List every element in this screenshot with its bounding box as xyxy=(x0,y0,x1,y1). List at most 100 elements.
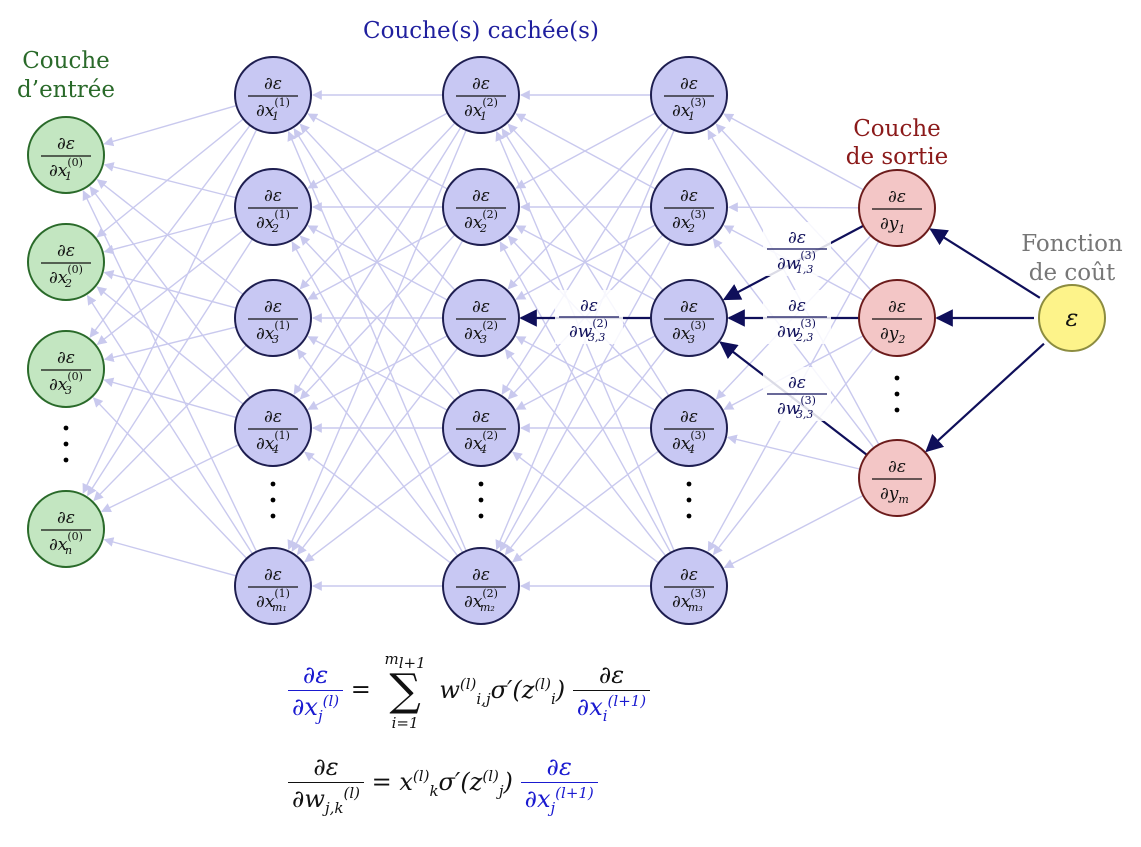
node-numerator: ∂ε xyxy=(888,457,906,477)
edge-h3-2-to-h2-5 xyxy=(499,239,672,552)
formula2-activation: σ′(z(l)j) xyxy=(438,767,513,800)
weight-label-numerator: ∂ε xyxy=(788,296,806,316)
formula1-rhs: ∂ε ∂xi(l+1) xyxy=(572,660,651,723)
cost-symbol: ε xyxy=(1066,304,1079,332)
edge-out-3-to-h3-4 xyxy=(726,434,861,470)
node-denominator: ∂x(3)2 xyxy=(672,208,706,235)
node-numerator: ∂ε xyxy=(264,186,282,206)
edge-h1-4-to-input-2 xyxy=(96,286,244,405)
output-layer-title-line2: de sortie xyxy=(846,144,949,170)
node-numerator: ∂ε xyxy=(57,508,75,528)
output-node-3: ∂ε∂ym xyxy=(858,439,936,517)
edge-h1-1-to-input-3 xyxy=(89,124,251,338)
node-numerator: ∂ε xyxy=(680,186,698,206)
edge-h1-1-to-input-1 xyxy=(103,104,237,147)
edge-h3-5-to-h2-2 xyxy=(499,241,672,554)
edge-h3-2-to-h2-1 xyxy=(515,113,656,190)
node-numerator: ∂ε xyxy=(57,134,75,154)
edge-h2-1-to-h1-3 xyxy=(299,122,456,290)
edge-h1-2-to-input-4 xyxy=(87,238,254,497)
weight-label-2: ∂ε∂w(3)2,3 xyxy=(763,290,831,344)
edge-h2-5-to-h1-4 xyxy=(304,451,452,564)
edge-h2-1-to-h1-5 xyxy=(287,129,467,551)
input-ellipsis xyxy=(63,425,69,463)
edge-h3-3-to-h2-4 xyxy=(515,335,656,410)
node-denominator: ∂x(3)4 xyxy=(672,429,706,456)
cost-node: ε xyxy=(1038,284,1106,352)
output-node-2: ∂ε∂y2 xyxy=(858,279,936,357)
edge-h2-1-to-h1-2 xyxy=(307,112,448,189)
formula2-rhs: ∂ε ∂xj(l+1) xyxy=(520,752,598,815)
weight-label-1: ∂ε∂w(3)1,3 xyxy=(763,222,831,276)
edge-h3-1-to-h2-4 xyxy=(501,126,670,395)
node-denominator: ∂x(0)3 xyxy=(49,370,83,397)
node-numerator: ∂ε xyxy=(264,565,282,585)
node-numerator: ∂ε xyxy=(472,74,490,94)
weight-label-numerator: ∂ε xyxy=(580,296,598,316)
weight-label-numerator: ∂ε xyxy=(788,373,806,393)
edge-h3-4-to-h2-1 xyxy=(501,128,670,397)
edge-h2-1-to-h1-4 xyxy=(293,126,462,395)
node-numerator: ∂ε xyxy=(472,407,490,427)
weight-label-4: ∂ε∂w(2)3,3 xyxy=(555,290,623,344)
hidden1-node-5: ∂ε∂x(1)m₁ xyxy=(234,547,312,625)
edge-h1-3-to-input-1 xyxy=(96,179,244,296)
edge-out-2-to-h3-1 xyxy=(715,123,872,291)
weight-label-3: ∂ε∂w(3)3,3 xyxy=(763,367,831,421)
hidden1-node-2: ∂ε∂x(1)2 xyxy=(234,168,312,246)
weight-label-numerator: ∂ε xyxy=(788,228,806,248)
edge-h3-1-to-h2-3 xyxy=(507,122,664,290)
hidden2-node-1: ∂ε∂x(2)1 xyxy=(442,56,520,134)
output-layer-title-line1: Couche xyxy=(853,116,941,142)
edge-h1-5-to-input-4 xyxy=(103,537,237,577)
hidden3-node-3: ∂ε∂x(3)3 xyxy=(650,279,728,357)
node-denominator: ∂x(2)3 xyxy=(464,319,498,346)
edge-h1-1-to-input-4 xyxy=(82,128,258,494)
edge-h2-2-to-h1-5 xyxy=(291,239,464,552)
hidden2-node-4: ∂ε∂x(2)4 xyxy=(442,389,520,467)
edge-h1-2-to-input-3 xyxy=(96,229,244,345)
edge-h1-1-to-input-2 xyxy=(96,118,244,238)
edge-out-3-to-h3-1 xyxy=(707,129,880,445)
formula2-input: x(l)k xyxy=(399,767,439,800)
input-node-3: ∂ε∂x(0)3 xyxy=(27,330,105,408)
node-denominator: ∂x(3)m₃ xyxy=(672,587,706,614)
edge-h3-4-to-h2-3 xyxy=(515,336,656,411)
edge-h2-5-to-h1-3 xyxy=(296,348,459,557)
hidden1-ellipsis xyxy=(270,481,276,519)
formula1-weight: w(l)i,j xyxy=(439,674,491,708)
node-numerator: ∂ε xyxy=(57,241,75,261)
edge-out-1-to-h3-1 xyxy=(723,113,864,191)
hidden1-node-4: ∂ε∂x(1)4 xyxy=(234,389,312,467)
node-denominator: ∂x(1)3 xyxy=(256,319,290,346)
edge-h3-4-to-h2-5 xyxy=(512,450,660,563)
node-denominator: ∂x(0)2 xyxy=(49,263,83,290)
edge-highlight-cost-to-y1 xyxy=(929,228,1041,299)
node-denominator: ∂x(1)2 xyxy=(256,208,290,235)
node-denominator: ∂x(2)1 xyxy=(464,96,498,123)
edge-h1-2-to-input-1 xyxy=(103,162,237,199)
node-numerator: ∂ε xyxy=(264,297,282,317)
weight-label-denominator: ∂w(2)3,3 xyxy=(569,317,608,344)
edge-h1-4-to-input-1 xyxy=(89,186,251,399)
edge-h3-3-to-h2-5 xyxy=(504,347,667,556)
network-nodes: ∂ε∂x(0)1∂ε∂x(0)2∂ε∂x(0)3∂ε∂x(0)n∂ε∂x(1)1… xyxy=(27,56,1106,625)
node-denominator: ∂x(1)m₁ xyxy=(256,587,290,614)
input-node-2: ∂ε∂x(0)2 xyxy=(27,223,105,301)
node-denominator: ∂x(2)2 xyxy=(464,208,498,235)
edge-h3-1-to-h2-2 xyxy=(515,112,656,189)
hidden3-node-1: ∂ε∂x(3)1 xyxy=(650,56,728,134)
hidden3-node-5: ∂ε∂x(3)m₃ xyxy=(650,547,728,625)
hidden3-node-4: ∂ε∂x(3)4 xyxy=(650,389,728,467)
formula2-lhs: ∂ε ∂wj,k(l) xyxy=(288,752,364,815)
hidden2-node-2: ∂ε∂x(2)2 xyxy=(442,168,520,246)
edge-h1-3-to-input-4 xyxy=(93,344,247,502)
node-numerator: ∂ε xyxy=(472,297,490,317)
formula-input-gradient: ∂ε ∂xj(l) = ml+1 ∑ i=1 w(l)i,jσ′(z(l)i) … xyxy=(288,650,651,732)
cost-function-title-line2: de coût xyxy=(1029,260,1116,286)
edge-h2-4-to-h1-5 xyxy=(304,450,452,563)
hidden3-ellipsis xyxy=(686,481,692,519)
hidden2-ellipsis xyxy=(478,481,484,519)
formula1-lhs: ∂ε ∂xj(l) xyxy=(288,660,344,723)
